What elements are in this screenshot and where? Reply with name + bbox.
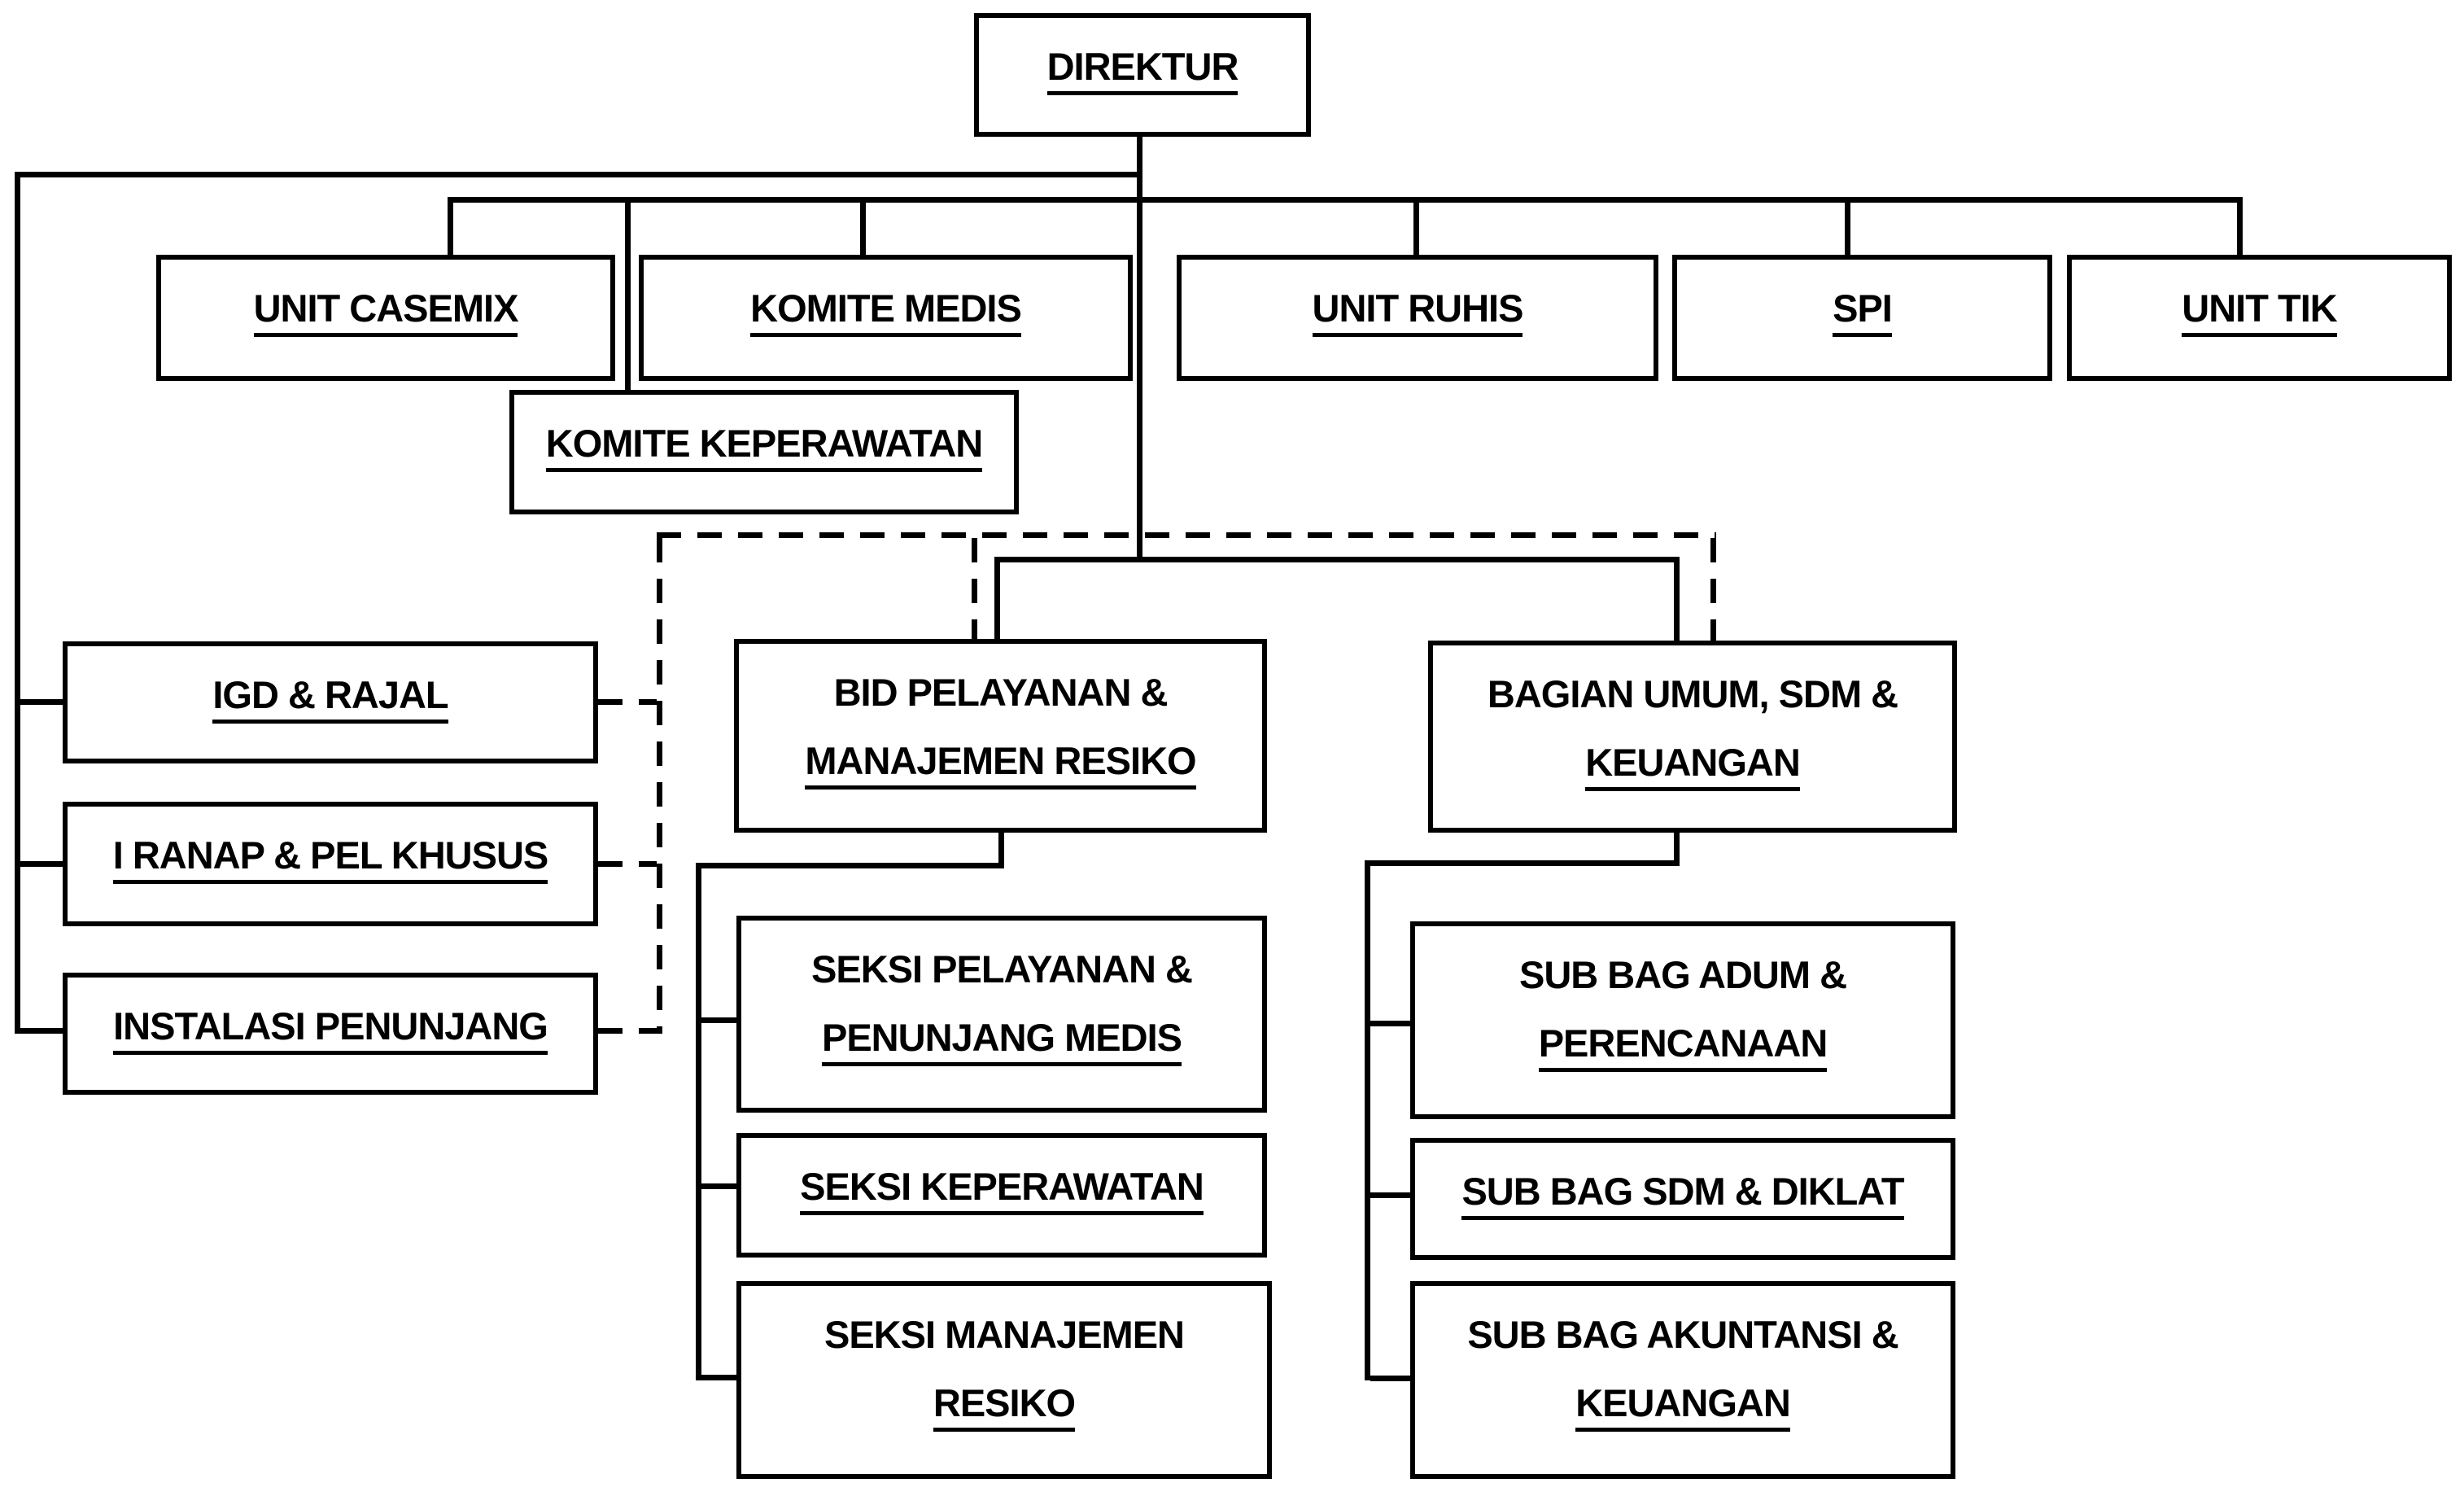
org-box-direktur: DIREKTUR <box>974 13 1311 137</box>
connector-drop-bagian-umum <box>1674 562 1680 641</box>
org-box-spi: SPI <box>1672 255 2052 381</box>
org-label-sub-adum-line1: SUB BAG ADUM & <box>1518 953 1847 996</box>
org-box-sub-bag-adum-perencanaan: SUB BAG ADUM & PERENCANAAN <box>1410 921 1955 1119</box>
connector-stub-i-ranap <box>15 861 63 867</box>
connector-stub-sub-adum <box>1370 1021 1410 1026</box>
org-box-sub-bag-akuntansi-keuangan: SUB BAG AKUNTANSI & KEUANGAN <box>1410 1281 1955 1479</box>
org-label-komite-keperawatan: KOMITE KEPERAWATAN <box>545 419 983 472</box>
org-label-bid-pelayanan-line1: BID PELAYANAN & <box>833 671 1169 714</box>
connector-stub-instalasi <box>15 1028 63 1034</box>
connector-left-spine-vertical <box>15 172 20 1034</box>
connector-drop-unit-tik <box>2237 197 2243 255</box>
org-label-unit-casemix: UNIT CASEMIX <box>253 284 518 337</box>
org-box-sub-bag-sdm-diklat: SUB BAG SDM & DIKLAT <box>1410 1138 1955 1260</box>
org-label-sub-akuntansi-line1: SUB BAG AKUNTANSI & <box>1467 1313 1898 1356</box>
org-label-sub-akuntansi-line2: KEUANGAN <box>1575 1379 1791 1432</box>
org-box-bagian-umum-sdm-keuangan: BAGIAN UMUM, SDM & KEUANGAN <box>1428 641 1957 833</box>
org-label-instalasi-penunjang: INSTALASI PENUNJANG <box>113 1002 548 1055</box>
dashed-stub-igd-rajal <box>598 699 657 705</box>
org-label-i-ranap-pel-khusus: I RANAP & PEL KHUSUS <box>112 831 548 884</box>
org-label-sub-adum-line2: PERENCANAAN <box>1538 1019 1828 1072</box>
org-box-komite-medis: KOMITE MEDIS <box>639 255 1133 381</box>
connector-stub-sub-akuntansi <box>1370 1376 1410 1381</box>
dashed-coordination-horizontal <box>657 532 1716 538</box>
connector-left-branch-horizontal <box>15 172 1142 177</box>
connector-drop-bid-pelayanan <box>994 562 1000 639</box>
connector-mid-branch-horizontal <box>994 557 1680 562</box>
org-label-seksi-manajemen-line1: SEKSI MANAJEMEN <box>824 1313 1185 1356</box>
org-box-instalasi-penunjang: INSTALASI PENUNJANG <box>63 973 598 1095</box>
dashed-left-vertical <box>657 538 662 1034</box>
org-label-igd-rajal: IGD & RAJAL <box>212 671 449 724</box>
connector-drop-spi <box>1845 203 1850 255</box>
org-box-seksi-pelayanan-penunjang-medis: SEKSI PELAYANAN & PENUNJANG MEDIS <box>736 916 1267 1113</box>
org-box-bid-pelayanan-manajemen-resiko: BID PELAYANAN & MANAJEMEN RESIKO <box>734 639 1267 833</box>
org-label-unit-tik: UNIT TIK <box>2182 284 2338 337</box>
org-label-bid-pelayanan-line2: MANAJEMEN RESIKO <box>805 737 1197 790</box>
connector-stub-igd-rajal <box>15 699 63 705</box>
org-box-unit-casemix: UNIT CASEMIX <box>156 255 615 381</box>
org-label-bagian-umum-line1: BAGIAN UMUM, SDM & <box>1487 672 1898 715</box>
org-label-komite-medis: KOMITE MEDIS <box>750 284 1022 337</box>
connector-stub-seksi-keperawatan <box>701 1183 736 1189</box>
connector-bid-elbow-horizontal <box>696 863 1004 868</box>
org-box-seksi-keperawatan: SEKSI KEPERAWATAN <box>736 1133 1267 1258</box>
dashed-drop-bid-pelayanan <box>972 538 977 639</box>
connector-stub-seksi-manajemen <box>701 1375 736 1380</box>
org-label-seksi-pelayanan-line1: SEKSI PELAYANAN & <box>811 947 1193 991</box>
org-label-bagian-umum-line2: KEUANGAN <box>1585 738 1801 791</box>
org-label-direktur: DIREKTUR <box>1046 42 1239 95</box>
connector-stub-sub-sdm <box>1370 1192 1410 1198</box>
org-label-seksi-keperawatan: SEKSI KEPERAWATAN <box>800 1162 1204 1215</box>
org-label-sub-bag-sdm-diklat: SUB BAG SDM & DIKLAT <box>1461 1167 1905 1220</box>
connector-direktur-vertical <box>1137 137 1142 562</box>
connector-bagian-elbow-horizontal <box>1365 860 1680 866</box>
dashed-drop-bagian-umum <box>1710 538 1716 641</box>
connector-drop-komite-medis <box>860 203 866 255</box>
connector-seksi-spine-vertical <box>696 863 701 1380</box>
org-label-seksi-manajemen-line2: RESIKO <box>933 1379 1076 1432</box>
dashed-stub-instalasi <box>598 1028 657 1034</box>
org-label-seksi-pelayanan-line2: PENUNJANG MEDIS <box>821 1013 1182 1066</box>
connector-subbag-spine-vertical <box>1365 860 1370 1380</box>
connector-drop-unit-ruhis <box>1413 203 1419 255</box>
org-box-i-ranap-pel-khusus: I RANAP & PEL KHUSUS <box>63 802 598 926</box>
org-box-komite-keperawatan: KOMITE KEPERAWATAN <box>509 390 1019 514</box>
connector-stub-seksi-pelayanan <box>701 1017 736 1023</box>
connector-drop-unit-casemix <box>448 197 453 255</box>
org-box-unit-ruhis: UNIT RUHIS <box>1177 255 1658 381</box>
connector-bid-bottom-drop <box>998 833 1004 868</box>
connector-bagian-bottom-drop <box>1674 833 1680 866</box>
org-box-igd-rajal: IGD & RAJAL <box>63 641 598 763</box>
org-box-unit-tik: UNIT TIK <box>2067 255 2452 381</box>
dashed-stub-i-ranap <box>598 861 657 867</box>
org-box-seksi-manajemen-resiko: SEKSI MANAJEMEN RESIKO <box>736 1281 1272 1479</box>
org-label-unit-ruhis: UNIT RUHIS <box>1312 284 1523 337</box>
org-label-spi: SPI <box>1833 284 1893 337</box>
connector-staff-row-horizontal <box>448 197 2243 203</box>
connector-drop-komite-keperawatan <box>625 203 631 390</box>
